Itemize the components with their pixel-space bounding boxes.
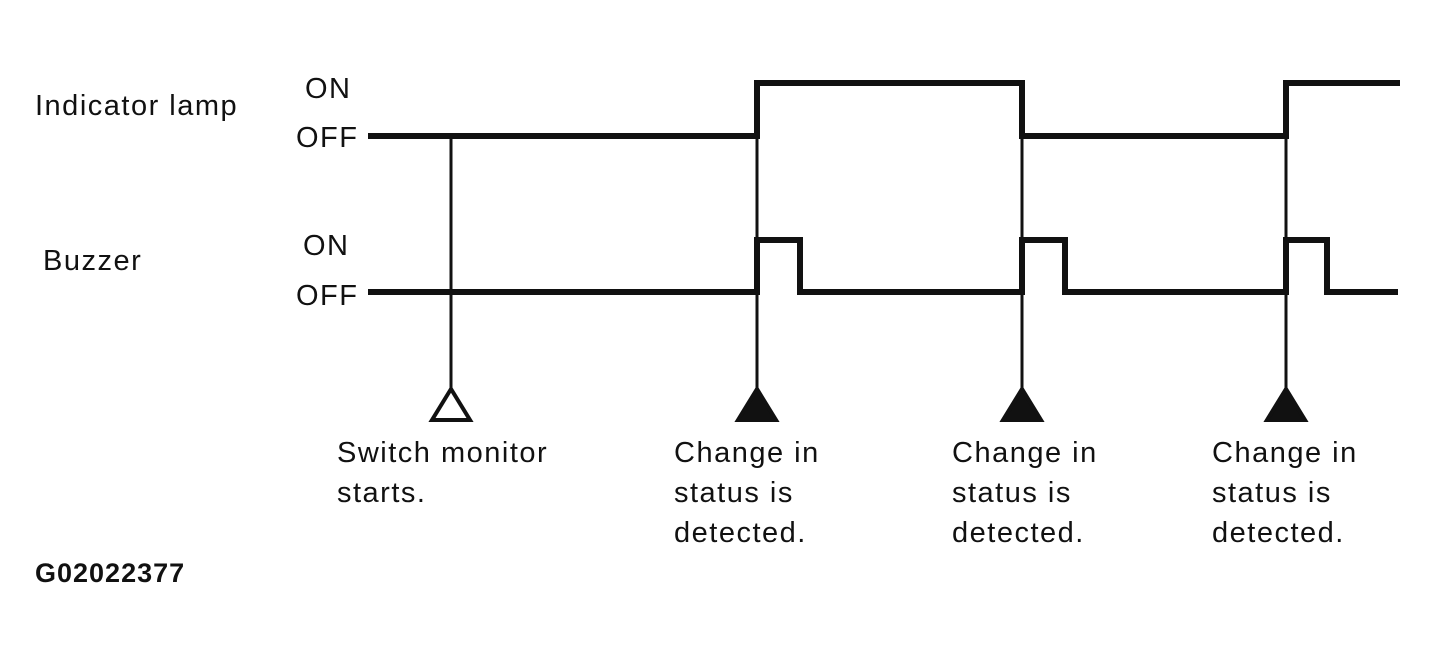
event-label-line: Change in [1212,437,1358,469]
event-marker-filled-triangle [1263,385,1309,422]
event-label-line: starts. [337,477,427,509]
event-label-change-in-status-1: Change in status is detected. [674,433,820,553]
lamp-off-level-label: OFF [296,122,359,154]
event-label-line: status is [1212,477,1332,509]
event-marker-filled-triangle [999,385,1045,422]
buzzer-off-level-label: OFF [296,280,359,312]
event-label-line: Change in [952,437,1098,469]
event-marker-open-triangle [428,385,474,422]
event-label-line: status is [674,477,794,509]
event-label-line: detected. [674,517,807,549]
event-label-line: detected. [1212,517,1345,549]
event-label-change-in-status-2: Change in status is detected. [952,433,1098,553]
event-label-line: detected. [952,517,1085,549]
signal-label-indicator-lamp: Indicator lamp [35,90,239,122]
event-label-line: status is [952,477,1072,509]
lamp-on-level-label: ON [305,73,352,105]
event-marker-filled-triangle [734,385,780,422]
signal-label-buzzer: Buzzer [43,245,143,277]
indicator-lamp-waveform [368,80,1400,139]
event-label-line: Switch monitor [337,437,549,469]
event-label-switch-monitor-starts: Switch monitor starts. [337,433,548,513]
figure-id-code: G02022377 [35,558,186,588]
buzzer-waveform [368,237,1398,295]
event-label-line: Change in [674,437,820,469]
buzzer-on-level-label: ON [303,230,350,262]
event-label-change-in-status-3: Change in status is detected. [1212,433,1358,553]
